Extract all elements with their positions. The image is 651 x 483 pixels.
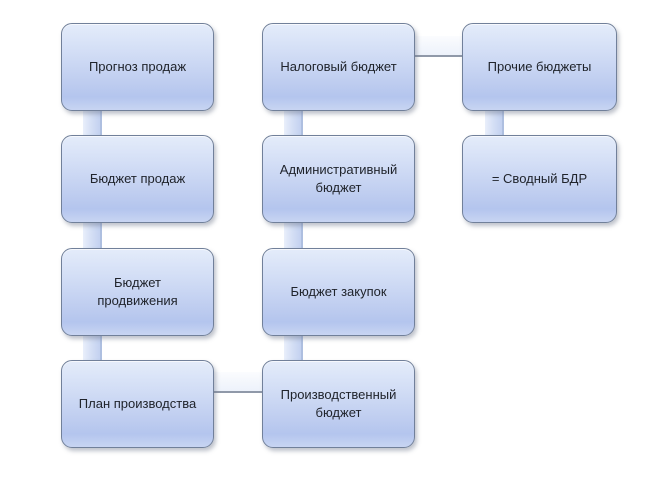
connector-administrative-budget-purchasing-budget [284, 216, 303, 254]
node-promotion-budget: Бюджет продвижения [61, 248, 214, 336]
node-administrative-budget: Административный бюджет [262, 135, 415, 223]
connector-other-budgets-consolidated-bdr [485, 104, 504, 142]
connector-purchasing-budget-production-budget [284, 329, 303, 367]
connector-tax-budget-administrative-budget [284, 104, 303, 142]
connector-promotion-budget-production-plan [83, 329, 102, 367]
node-sales-budget: Бюджет продаж [61, 135, 214, 223]
connector-tax-budget-other-budgets [410, 36, 468, 57]
connector-production-plan-production-budget [210, 372, 268, 393]
node-sales-forecast: Прогноз продаж [61, 23, 214, 111]
node-consolidated-bdr: = Сводный БДР [462, 135, 617, 223]
node-tax-budget: Налоговый бюджет [262, 23, 415, 111]
node-production-plan: План производства [61, 360, 214, 448]
connector-sales-budget-promotion-budget [83, 216, 102, 254]
node-production-budget: Производственный бюджет [262, 360, 415, 448]
node-purchasing-budget: Бюджет закупок [262, 248, 415, 336]
node-other-budgets: Прочие бюджеты [462, 23, 617, 111]
connector-sales-forecast-sales-budget [83, 104, 102, 142]
